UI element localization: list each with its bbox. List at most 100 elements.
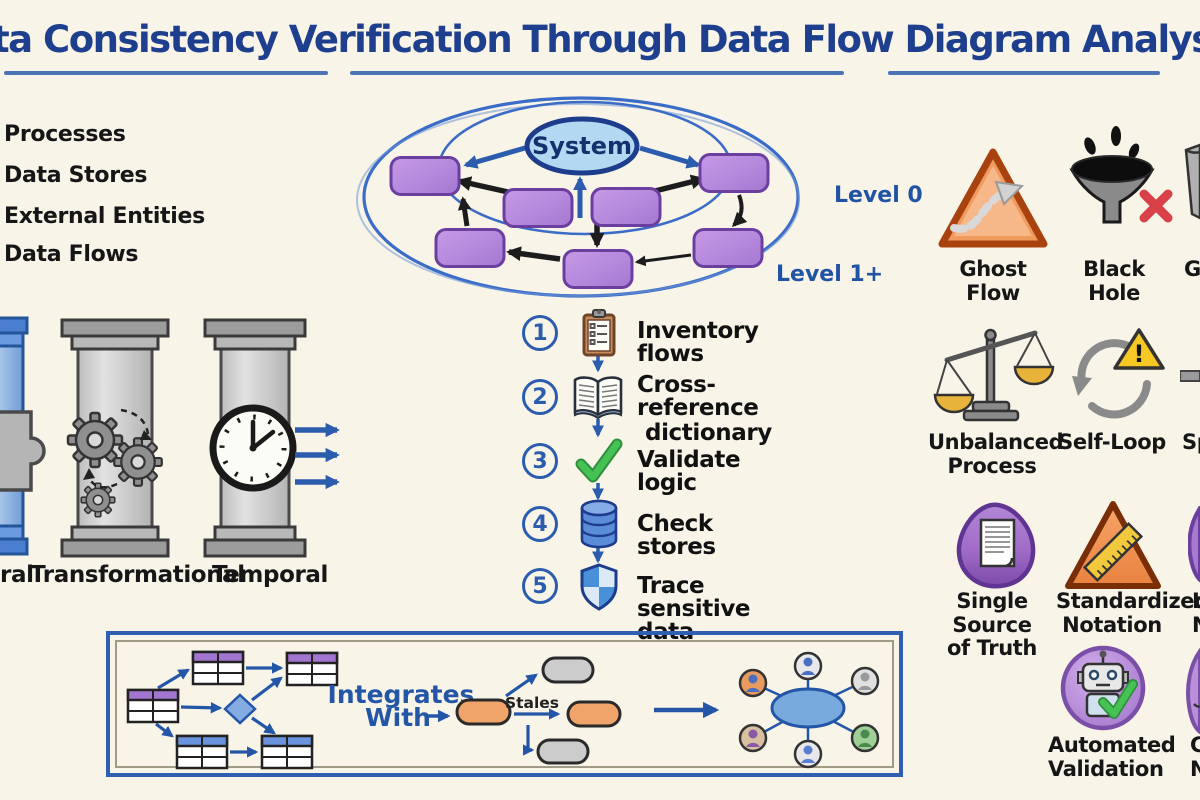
stakeholder-network: [738, 651, 880, 769]
schema-flow: [126, 650, 339, 770]
legend-item-data-stores: Data Stores: [4, 163, 148, 188]
step-label-5: Trace sensitive data: [637, 573, 751, 645]
gray-hole-label-partial: G: [1184, 257, 1200, 281]
gray-hole-icon-partial: [1184, 143, 1200, 220]
mini-table-blue: [260, 734, 314, 770]
pillar-label-transformational: Transformational: [30, 562, 245, 588]
flow-arrow: [456, 176, 509, 195]
flow-arrow: [463, 145, 526, 169]
integration-panel-diagram: Integrates With Stales: [126, 650, 880, 770]
process-node: [502, 188, 574, 228]
step-number-2: 2: [522, 379, 558, 415]
person-icon: [793, 651, 823, 681]
mini-table-purple: [191, 650, 245, 686]
document-icon: [979, 518, 1016, 568]
flow-arrow: [506, 246, 561, 262]
page-title: ta Consistency Verification Through Data…: [0, 18, 1200, 61]
step-label-1: Inventory flows: [637, 318, 759, 367]
level1-label: Level 1+: [776, 262, 883, 287]
ruler-icon: [1082, 521, 1144, 583]
ghost-flow-icon: [938, 148, 1048, 248]
schema-arrow: [157, 668, 190, 690]
hub-ellipse: [770, 687, 846, 729]
purple-icon-label-partial: LN: [1192, 589, 1200, 636]
pillar-label-temporal: Temporal: [212, 562, 329, 588]
flow-arrow: [731, 194, 748, 228]
pill-arrow: [505, 673, 538, 698]
time-flow-arrows: [295, 422, 340, 490]
gears-icon: [66, 408, 163, 518]
integration-panel: [106, 631, 903, 777]
black-hole-icon: [1069, 126, 1173, 224]
purple-icon-partial: [1188, 506, 1200, 582]
legend-item-external-entities: External Entities: [4, 204, 205, 229]
person-icon: [738, 723, 768, 753]
process-nodes: [389, 153, 770, 289]
title-underline-segment: [350, 71, 844, 75]
process-node: [698, 153, 770, 193]
warning-triangle-icon: !: [1113, 328, 1165, 370]
flow-arrow: [634, 253, 692, 267]
schema-arrow: [251, 676, 283, 702]
open-book-icon: [573, 376, 623, 420]
schema-arrow: [180, 702, 223, 714]
svg-text:!: !: [1134, 340, 1145, 368]
person-icon: [738, 668, 768, 698]
database-icon: [580, 499, 618, 549]
person-icon: [850, 666, 880, 696]
standardized-notation-icon: [1065, 501, 1161, 589]
pillar-transformational: [60, 318, 170, 558]
process-node: [590, 187, 662, 227]
step-number-3: 3: [522, 443, 558, 479]
checkmark-icon: [575, 438, 623, 483]
unbalanced-scale-icon: [933, 328, 1055, 422]
step-number-5: 5: [522, 568, 558, 604]
schema-arrow: [251, 716, 276, 735]
flow-arrow: [639, 145, 701, 169]
step-number-1: 1: [522, 315, 558, 351]
self-loop-icon: !: [1072, 328, 1165, 419]
stales-label: Stales: [505, 694, 559, 712]
person-icon: [850, 723, 880, 753]
process-node: [562, 249, 634, 289]
self-loop-label: Self-Loop: [1058, 430, 1166, 454]
pill-arrow: [522, 725, 535, 756]
title-underline-segment: [888, 71, 1160, 75]
process-node: [389, 156, 461, 196]
integration-panel-inner-border: [115, 640, 894, 768]
integrates-with-line2: With: [365, 703, 431, 732]
system-label: System: [532, 132, 632, 160]
shield-icon: [580, 563, 618, 611]
consistency-pillars: [0, 316, 340, 558]
process-node: [434, 228, 506, 268]
process-node: [692, 228, 764, 268]
level1-boundary-ellipse-sketch: [356, 103, 800, 297]
pillar-structural-partial: [0, 316, 46, 556]
clock-icon: [209, 404, 297, 492]
step-number-4: 4: [522, 506, 558, 542]
flow-arrow: [654, 174, 706, 194]
mini-table-purple: [126, 688, 180, 724]
level0-label: Level 0: [834, 183, 923, 208]
pill-gray: [541, 656, 595, 684]
integrates-with-line1: Integrates: [328, 680, 475, 709]
pillar-temporal: [203, 318, 340, 558]
pill-gray: [536, 738, 590, 765]
decision-diamond: [223, 693, 257, 725]
puzzle-piece-icon: [0, 410, 46, 492]
checklist-arrows: [592, 354, 604, 564]
split-flow-icon-partial: [1180, 370, 1200, 382]
mini-table-blue: [175, 734, 229, 770]
flow-arrow: [457, 196, 472, 227]
person-icon: [793, 739, 823, 769]
pill-orange: [455, 698, 512, 726]
state-pill-flow: Stales: [455, 656, 622, 765]
clipboard-icon: [582, 309, 616, 357]
